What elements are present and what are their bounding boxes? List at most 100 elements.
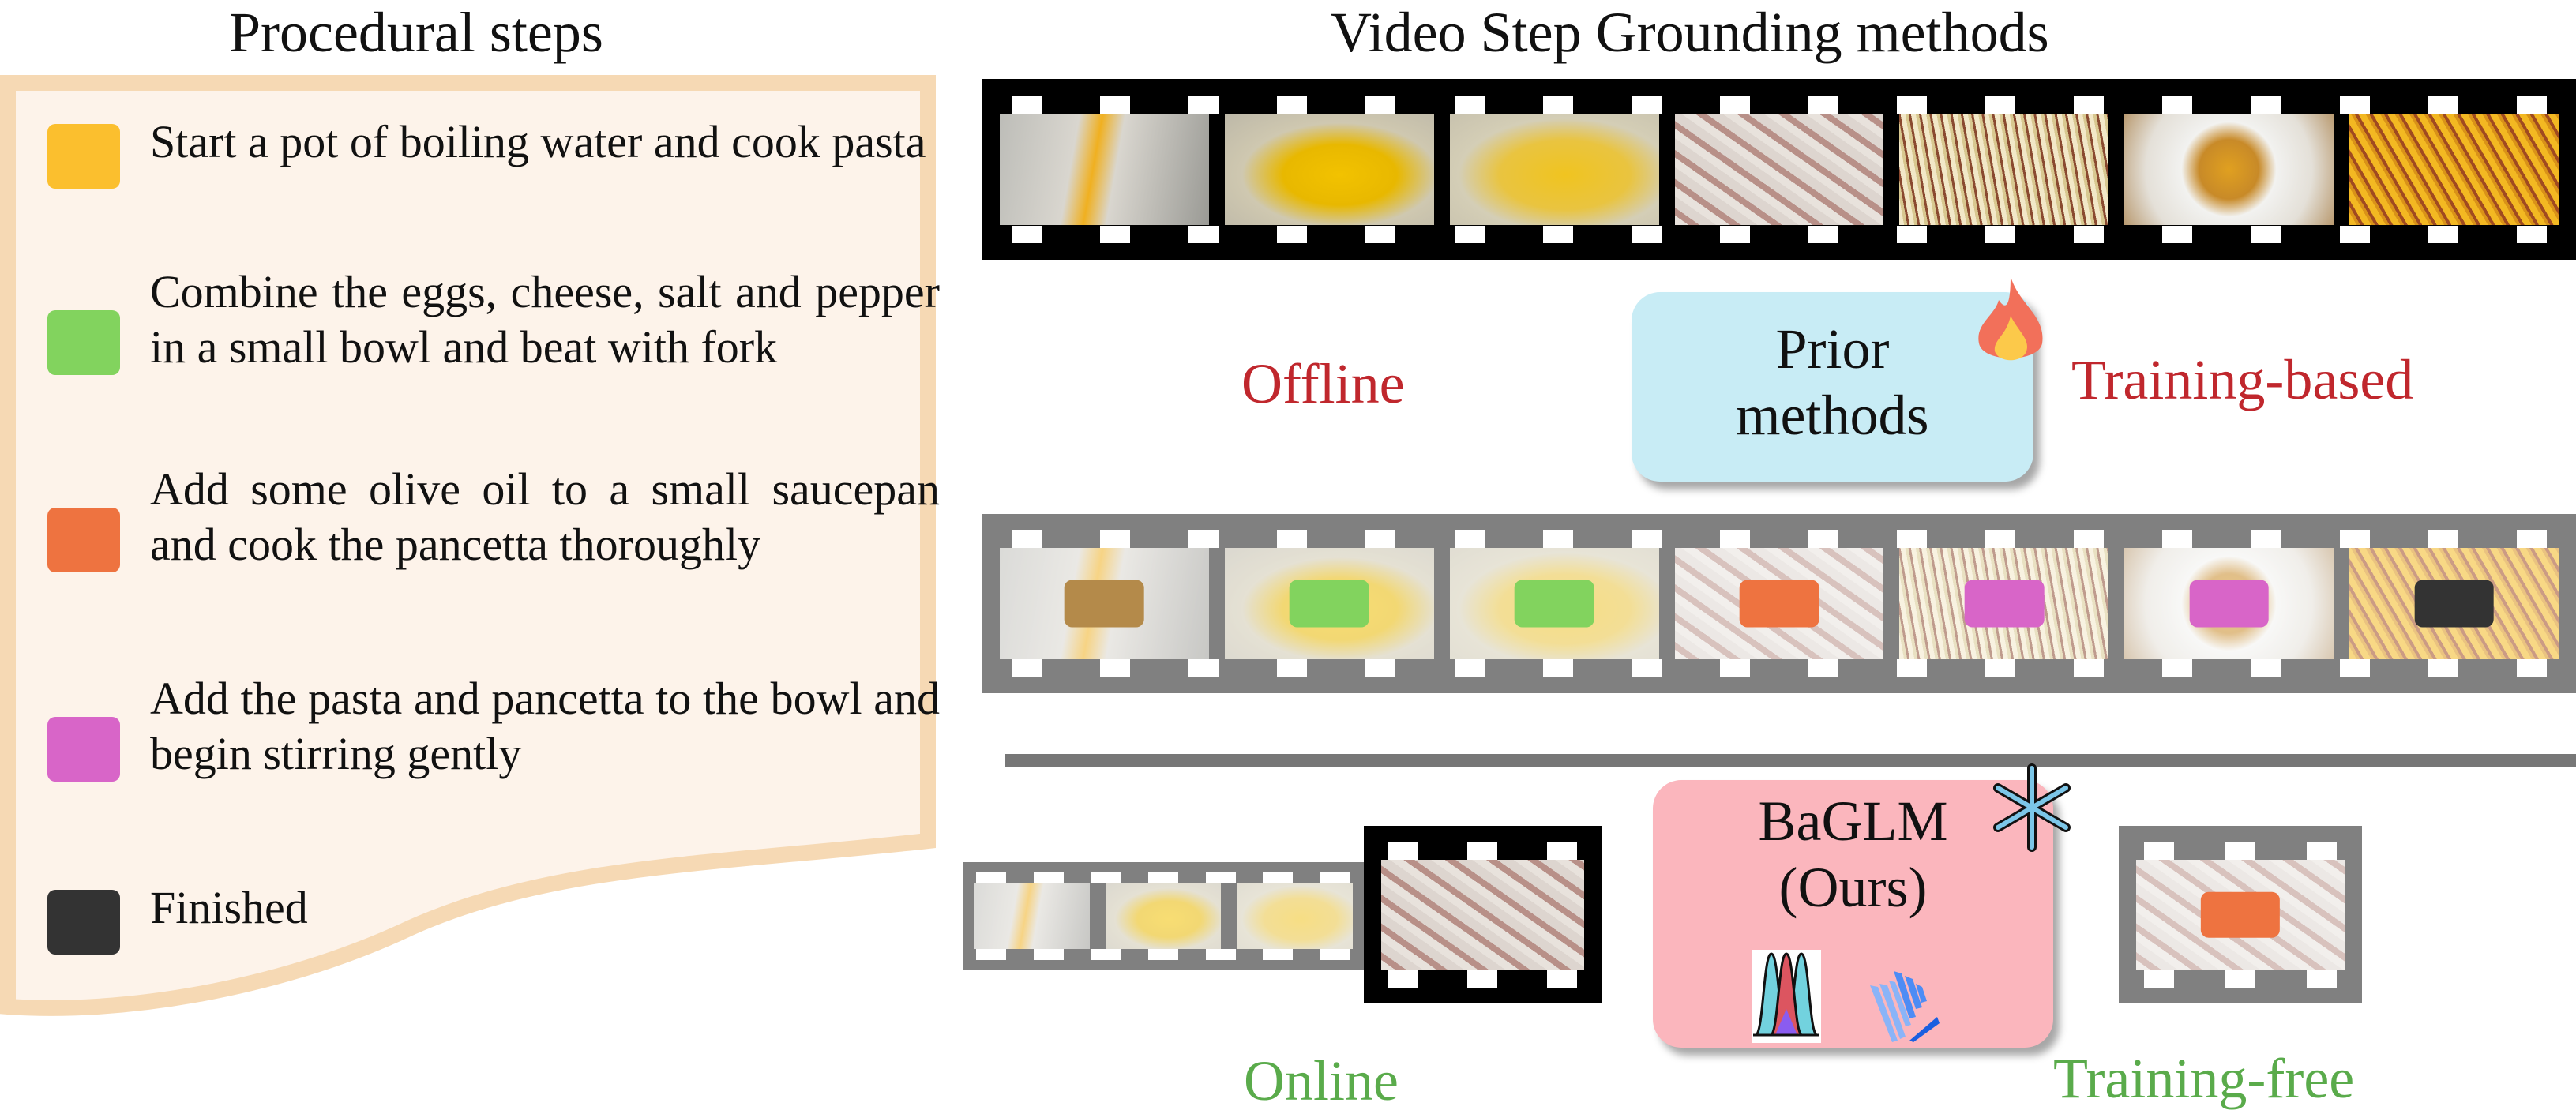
sprocket-hole <box>1205 949 1236 960</box>
sprocket-hole <box>2428 225 2458 244</box>
sprocket-holes <box>963 949 1364 960</box>
step-text: Add the pasta and pancetta to the bowl a… <box>150 673 940 779</box>
sprocket-hole <box>1091 949 1121 960</box>
sprocket-hole <box>1365 658 1396 677</box>
step-prediction-marker <box>1065 580 1144 628</box>
sprocket-hole <box>1808 530 1839 549</box>
sprocket-hole <box>1188 658 1219 677</box>
video-frame <box>1449 113 1659 226</box>
sprocket-holes <box>963 872 1364 883</box>
sprocket-holes <box>2119 842 2362 860</box>
video-strip-raw <box>982 79 2576 260</box>
grounded-current-frame <box>2119 826 2362 1003</box>
sprocket-hole <box>1719 530 1750 549</box>
video-frame <box>1381 859 1584 970</box>
video-frame <box>1899 113 2109 226</box>
right-title: Video Step Grounding methods <box>1331 1 2049 64</box>
sprocket-hole <box>1205 872 1236 883</box>
ours-label: (Ours) <box>1778 856 1928 919</box>
sprocket-hole <box>1454 95 1485 114</box>
sprocket-hole <box>1454 225 1485 244</box>
sprocket-hole <box>1897 225 1928 244</box>
step-text: Combine the eggs, cheese, salt and peppe… <box>150 266 940 373</box>
sprocket-hole <box>1188 95 1219 114</box>
sprocket-hole <box>1719 658 1750 677</box>
sprocket-hole <box>2251 658 2281 677</box>
sprocket-hole <box>2516 658 2547 677</box>
video-frame <box>974 882 1090 950</box>
sprocket-hole <box>2144 842 2175 860</box>
sprocket-hole <box>2306 842 2337 860</box>
sprocket-hole <box>976 872 1007 883</box>
sprocket-hole <box>1100 658 1131 677</box>
video-frame <box>1224 113 1434 226</box>
training-free-label: Training-free <box>2053 1047 2355 1110</box>
sprocket-hole <box>1467 842 1498 860</box>
sprocket-hole <box>2074 658 2105 677</box>
sprocket-hole <box>1542 95 1573 114</box>
sprocket-hole <box>2144 970 2175 988</box>
sprocket-hole <box>2251 530 2281 549</box>
sprocket-holes <box>982 530 2576 549</box>
training-based-label: Training-based <box>2071 348 2414 411</box>
sprocket-hole <box>1100 530 1131 549</box>
prior-methods-box: Prior methods <box>1632 276 2043 482</box>
step-color-swatch <box>47 124 120 189</box>
baglm-box: BaGLM (Ours) <box>1653 763 2071 1048</box>
snowflake-icon <box>1993 763 2071 852</box>
video-frame <box>1224 548 1434 659</box>
sprocket-hole <box>1263 872 1294 883</box>
sprocket-holes <box>982 658 2576 677</box>
step-text: Add some olive oil to a small saucepan a… <box>150 463 940 570</box>
sprocket-hole <box>1467 970 1498 988</box>
online-label: Online <box>1244 1049 1399 1112</box>
sprocket-hole <box>1365 530 1396 549</box>
sprocket-hole <box>1985 95 2016 114</box>
step-prediction-marker <box>1514 580 1594 628</box>
step-prediction-marker <box>2189 580 2270 628</box>
video-frame <box>2124 548 2334 659</box>
step-color-swatch <box>47 717 120 782</box>
video-frame <box>1449 548 1659 659</box>
prior-line2: methods <box>1736 384 1929 447</box>
sprocket-hole <box>1542 658 1573 677</box>
step-prediction-marker <box>1964 580 2045 628</box>
sprocket-hole <box>1365 225 1396 244</box>
sprocket-hole <box>2428 530 2458 549</box>
sprocket-hole <box>1719 95 1750 114</box>
video-frame <box>1899 548 2109 659</box>
sprocket-hole <box>2074 95 2105 114</box>
sprocket-hole <box>976 949 1007 960</box>
video-frame <box>2136 859 2345 970</box>
sprocket-hole <box>2339 658 2370 677</box>
steps-panel <box>0 75 936 1016</box>
sprocket-hole <box>1808 225 1839 244</box>
sprocket-hole <box>1388 842 1419 860</box>
sprocket-hole <box>2162 530 2193 549</box>
sprocket-hole <box>1277 658 1308 677</box>
prior-line1: Prior <box>1775 317 1890 381</box>
sprocket-hole <box>2162 225 2193 244</box>
sprocket-hole <box>1808 658 1839 677</box>
sprocket-hole <box>2225 970 2255 988</box>
video-frame <box>2124 113 2334 226</box>
sprocket-hole <box>1320 949 1350 960</box>
sprocket-hole <box>1985 225 2016 244</box>
sprocket-hole <box>1546 842 1577 860</box>
divider <box>1005 754 2576 767</box>
sprocket-hole <box>1188 530 1219 549</box>
sprocket-hole <box>2428 658 2458 677</box>
video-frame <box>1105 882 1222 950</box>
sprocket-hole <box>2074 530 2105 549</box>
sprocket-holes <box>982 225 2576 244</box>
current-frame <box>1364 826 1602 1003</box>
sprocket-holes <box>1364 842 1602 860</box>
sprocket-hole <box>1808 95 1839 114</box>
sprocket-hole <box>1012 225 1042 244</box>
sprocket-hole <box>1985 530 2016 549</box>
step-prediction-marker <box>2200 891 2281 938</box>
gaussian-distribution-icon <box>1752 950 1821 1043</box>
video-frame <box>1674 548 1884 659</box>
sprocket-hole <box>2251 95 2281 114</box>
sprocket-hole <box>1147 872 1178 883</box>
